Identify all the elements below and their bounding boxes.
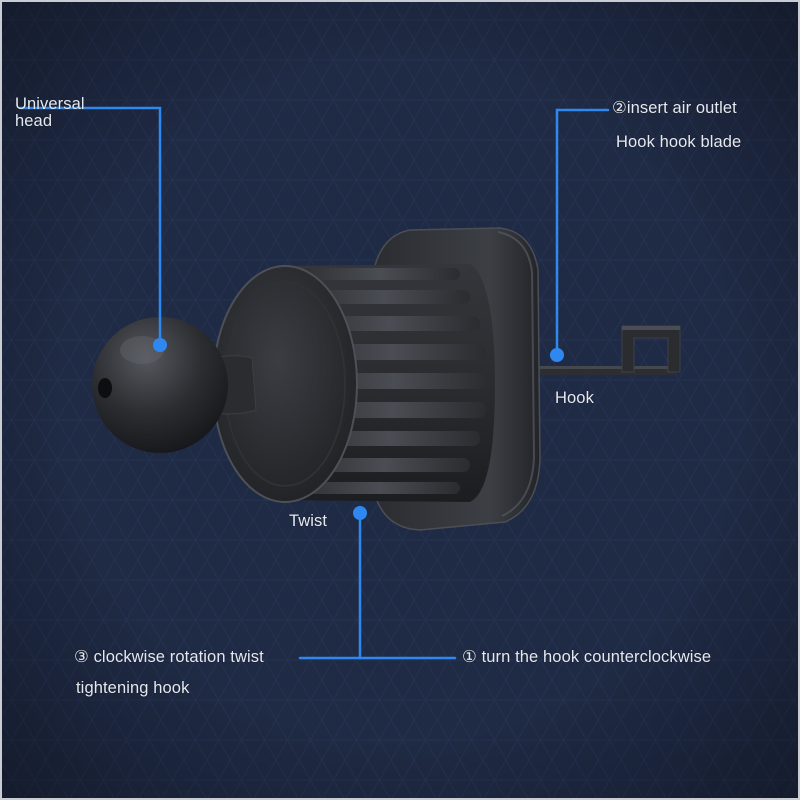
universal-head-dot [153, 338, 167, 352]
label-clockwise-line2: tightening hook [76, 679, 190, 697]
callout-lines [18, 106, 610, 660]
label-universal-line2: head [15, 112, 53, 130]
label-insert-line1: ②insert air outlet [612, 99, 737, 117]
twist-dot [353, 506, 367, 520]
label-insert-line2: Hook hook blade [616, 133, 742, 151]
label-universal-line1: Universal [15, 95, 85, 113]
hook-blade [530, 325, 681, 375]
callout-dots [153, 338, 564, 520]
label-clockwise-line1: ③ clockwise rotation twist [74, 648, 264, 666]
air-vent-clip-device [92, 227, 681, 531]
universal-head-leader [18, 106, 162, 344]
ball-hole [98, 378, 112, 398]
label-twist: Twist [289, 512, 328, 530]
label-counterclockwise: ① turn the hook counterclockwise [462, 648, 712, 666]
insert-hook-leader [555, 108, 610, 354]
label-hook: Hook [555, 389, 594, 407]
ball-head [92, 317, 228, 453]
hook-dot [550, 348, 564, 362]
